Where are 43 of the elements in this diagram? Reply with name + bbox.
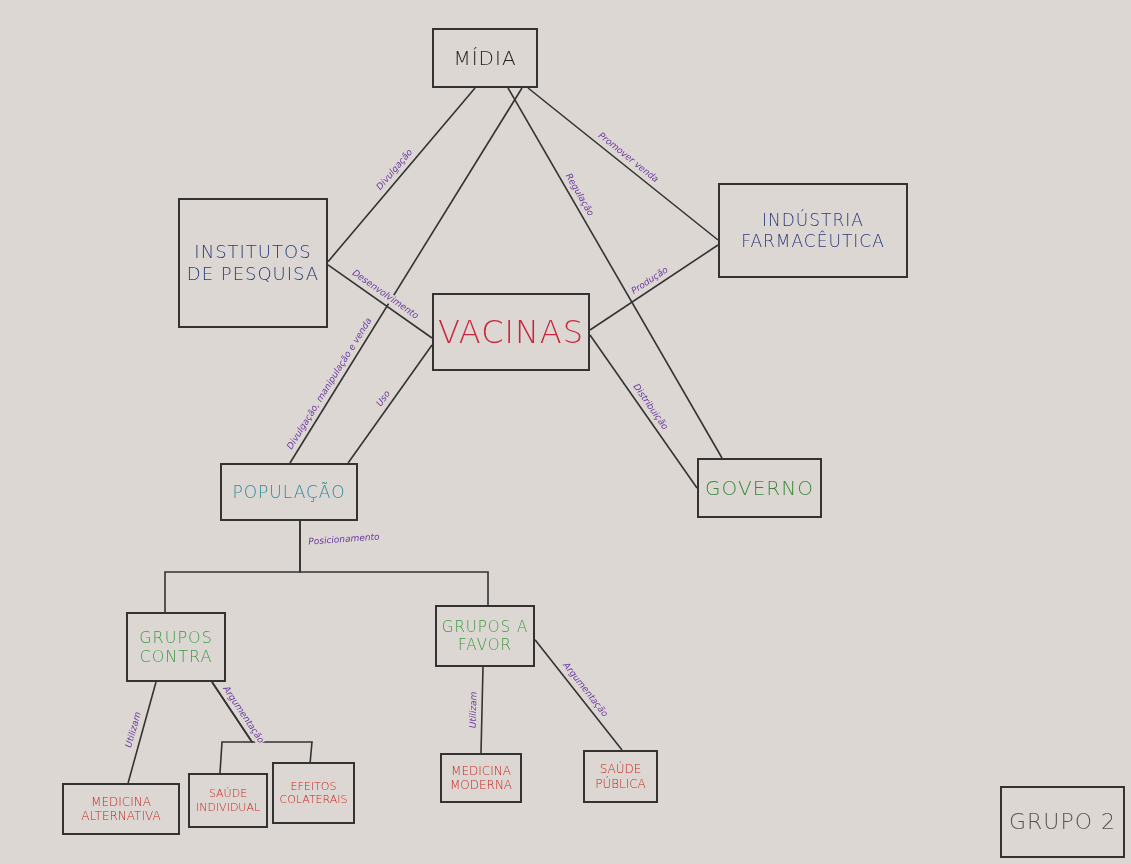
- concept-box: [440, 753, 522, 803]
- concept-text: MÍDIA: [453, 46, 517, 70]
- connector-line: [347, 344, 433, 464]
- edge-label: Posicionamento: [307, 532, 381, 548]
- concept-box: [1000, 786, 1125, 858]
- connector-line: [327, 264, 433, 339]
- concept-box: [432, 293, 590, 371]
- concept-box: [272, 762, 355, 824]
- concept-text: SAÚDE INDIVIDUAL: [194, 787, 262, 814]
- concept-text: INDÚSTRIA FARMACÊUTICA: [740, 210, 886, 251]
- connector-line: [211, 681, 313, 763]
- concept-box: [126, 612, 226, 682]
- connector-line: [589, 244, 719, 331]
- concept-box: [718, 183, 908, 278]
- concept-box: [583, 750, 658, 803]
- concept-box: [432, 28, 538, 88]
- concept-text: SAÚDE PÚBLICA: [594, 762, 647, 791]
- concept-box: [178, 198, 328, 328]
- connector-line: [480, 666, 484, 754]
- connector-line: [507, 87, 723, 459]
- connector-line: [289, 87, 523, 464]
- concept-text: EFEITOS COLATERAIS: [278, 779, 349, 807]
- concept-text: VACINAS: [437, 312, 585, 352]
- connector-line: [589, 334, 698, 489]
- connector-line: [534, 638, 623, 751]
- concept-box: [188, 773, 268, 828]
- concept-text: GRUPOS CONTRA: [138, 627, 214, 667]
- edge-label: Utilizam: [468, 690, 480, 730]
- concept-text: GRUPO 2: [1009, 808, 1116, 836]
- concept-text: MEDICINA MODERNA: [448, 763, 514, 793]
- concept-text: POPULAÇÃO: [232, 481, 346, 503]
- connector-line: [527, 87, 719, 241]
- concept-text: INSTITUTOS DE PESQUISA: [185, 241, 321, 285]
- connector-line: [327, 87, 476, 263]
- concept-text: MEDICINA ALTERNATIVA: [80, 794, 162, 824]
- connector-line: [299, 520, 489, 606]
- concept-box: [220, 463, 358, 521]
- concept-box: [697, 458, 822, 518]
- concept-text: GOVERNO: [705, 476, 814, 500]
- connector-line: [127, 681, 157, 784]
- concept-box: [62, 783, 180, 835]
- concept-text: GRUPOS A FAVOR: [441, 618, 529, 654]
- concept-box: [435, 605, 535, 667]
